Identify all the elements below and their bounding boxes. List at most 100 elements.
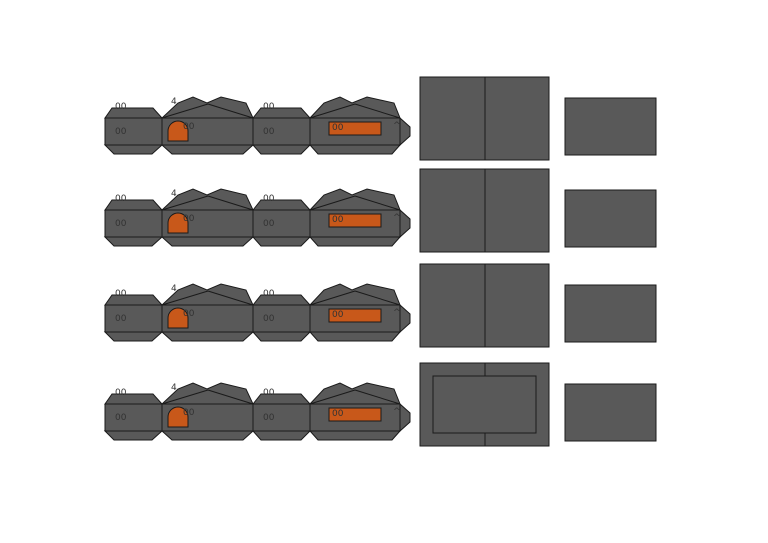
label-slot: 00 <box>332 310 344 320</box>
dieline-row-3: 00 00 4 00 00 00 00 ^ <box>103 263 657 348</box>
middle-top-flap <box>251 107 312 119</box>
label-left: 00 <box>115 219 127 229</box>
fold-line <box>161 389 209 405</box>
label-caret: ^ <box>393 407 401 417</box>
tuck-flap-right <box>308 283 401 306</box>
dieline-row-1: 00 00 4 00 00 00 00 ^ <box>103 76 657 161</box>
middle-panel <box>252 304 311 333</box>
middle-top-flap <box>251 393 312 405</box>
label-caret: ^ <box>393 308 401 318</box>
glue-tab <box>399 303 411 334</box>
middle-bottom-flap <box>251 144 312 155</box>
label-mid-top: 00 <box>263 388 275 398</box>
label-caret: ^ <box>393 213 401 223</box>
left-top-flap <box>104 294 164 306</box>
label-mid-top: 00 <box>263 102 275 112</box>
fold-line <box>309 290 356 306</box>
label-top-left: 00 <box>115 194 127 204</box>
label-slot: 00 <box>332 215 344 225</box>
middle-panel <box>252 209 311 238</box>
tuck-flap-right <box>308 188 401 211</box>
dieline-row-4: 00 00 4 00 00 00 00 ^ <box>103 362 657 447</box>
left-panel <box>104 304 163 333</box>
fold-line <box>309 389 356 405</box>
arch-window <box>167 212 189 234</box>
label-mid-top: 00 <box>263 194 275 204</box>
arch-window <box>167 406 189 428</box>
label-mid: 00 <box>263 314 275 324</box>
middle-panel <box>252 403 311 432</box>
label-mid: 00 <box>263 413 275 423</box>
front-bottom-flap <box>160 236 255 247</box>
front-bottom-flap <box>160 144 255 155</box>
glue-tab <box>399 116 411 147</box>
left-panel <box>104 117 163 146</box>
label-arch: 00 <box>183 122 195 132</box>
fold-line <box>309 195 356 211</box>
back-bottom-flap <box>308 430 402 441</box>
label-left: 00 <box>115 413 127 423</box>
label-tab: 4 <box>171 284 177 294</box>
label-top-left: 00 <box>115 388 127 398</box>
label-mid: 00 <box>263 127 275 137</box>
fold-line <box>207 103 254 119</box>
label-tab: 4 <box>171 189 177 199</box>
tuck-flap-right <box>308 96 401 119</box>
fold-line <box>354 389 401 405</box>
middle-top-flap <box>251 294 312 306</box>
lid-inner-frame <box>432 375 537 434</box>
fold-line <box>354 103 401 119</box>
left-panel <box>104 209 163 238</box>
fold-line <box>207 389 254 405</box>
dieline-row-2: 00 00 4 00 00 00 00 ^ <box>103 168 657 253</box>
left-bottom-flap <box>103 430 164 441</box>
fold-line <box>161 103 209 119</box>
label-mid: 00 <box>263 219 275 229</box>
label-arch: 00 <box>183 309 195 319</box>
middle-bottom-flap <box>251 236 312 247</box>
back-bottom-flap <box>308 144 402 155</box>
slot-window <box>328 213 382 228</box>
label-slot: 00 <box>332 123 344 133</box>
left-top-flap <box>104 393 164 405</box>
label-mid-top: 00 <box>263 289 275 299</box>
label-left: 00 <box>115 314 127 324</box>
fold-line <box>161 195 209 211</box>
insert-card <box>564 284 657 343</box>
left-bottom-flap <box>103 236 164 247</box>
glue-tab <box>399 402 411 433</box>
insert-card <box>564 383 657 442</box>
label-arch: 00 <box>183 214 195 224</box>
insert-card <box>564 97 657 156</box>
back-bottom-flap <box>308 236 402 247</box>
label-arch: 00 <box>183 408 195 418</box>
insert-card <box>564 189 657 248</box>
front-bottom-flap <box>160 331 255 342</box>
tuck-flap-right <box>308 382 401 405</box>
fold-line <box>354 195 401 211</box>
label-top-left: 00 <box>115 289 127 299</box>
label-left: 00 <box>115 127 127 137</box>
slot-window <box>328 121 382 136</box>
slot-window <box>328 308 382 323</box>
middle-bottom-flap <box>251 331 312 342</box>
label-tab: 4 <box>171 383 177 393</box>
fold-line <box>161 290 209 306</box>
label-tab: 4 <box>171 97 177 107</box>
fold-line <box>207 290 254 306</box>
arch-window <box>167 120 189 142</box>
tuck-flap-left <box>160 188 254 211</box>
label-top-left: 00 <box>115 102 127 112</box>
glue-tab <box>399 208 411 239</box>
front-bottom-flap <box>160 430 255 441</box>
left-bottom-flap <box>103 144 164 155</box>
label-caret: ^ <box>393 121 401 131</box>
left-top-flap <box>104 199 164 211</box>
left-panel <box>104 403 163 432</box>
left-bottom-flap <box>103 331 164 342</box>
slot-window <box>328 407 382 422</box>
label-slot: 00 <box>332 409 344 419</box>
middle-panel <box>252 117 311 146</box>
fold-line <box>354 290 401 306</box>
